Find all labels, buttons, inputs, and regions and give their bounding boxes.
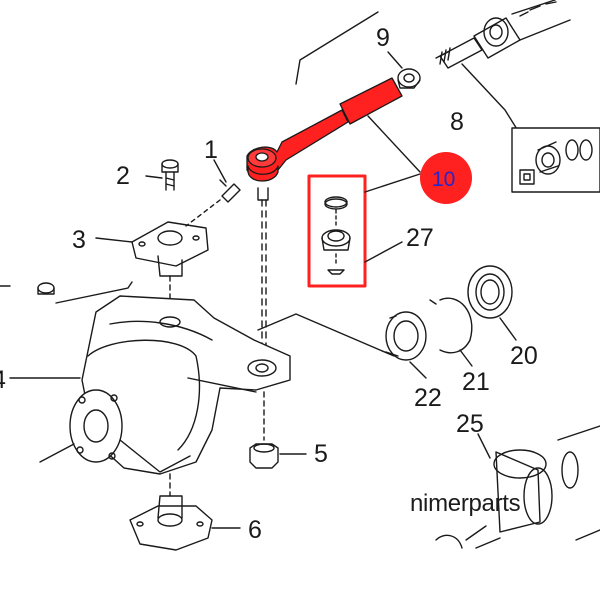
leader-line bbox=[367, 115, 421, 173]
callout-22: 22 bbox=[414, 384, 442, 412]
leader-line bbox=[185, 199, 221, 227]
grease-nipple bbox=[219, 179, 241, 203]
leader-line bbox=[459, 349, 473, 367]
nut-part-9 bbox=[397, 68, 421, 89]
leader-line bbox=[95, 237, 133, 243]
bearing-cap-lower bbox=[129, 473, 213, 551]
leader-line bbox=[387, 51, 403, 69]
callout-9: 9 bbox=[376, 24, 390, 52]
steering-knuckle bbox=[69, 295, 291, 475]
callout-10: 10 bbox=[432, 168, 455, 191]
callout-6: 6 bbox=[248, 516, 262, 544]
highlight-marker bbox=[420, 152, 472, 204]
bolt-part-2 bbox=[161, 159, 179, 191]
leader-line bbox=[213, 159, 227, 183]
callout-25: 25 bbox=[456, 410, 484, 438]
callout-1: 1 bbox=[204, 136, 218, 164]
boundary-line bbox=[257, 313, 395, 357]
tie-rod-detail-box bbox=[511, 127, 600, 193]
watermark-logo: nimerparts bbox=[410, 476, 521, 532]
bushing-part-25 bbox=[435, 425, 600, 549]
tie-rod-end bbox=[435, 0, 571, 69]
snap-ring-part-21 bbox=[429, 297, 473, 354]
leader-line bbox=[477, 433, 491, 459]
boundary-line bbox=[295, 11, 379, 85]
nut-part-5 bbox=[249, 391, 279, 469]
watermark-text: nimerparts bbox=[410, 490, 521, 517]
callout-5: 5 bbox=[314, 440, 328, 468]
callout-20: 20 bbox=[510, 342, 538, 370]
callout-3: 3 bbox=[72, 226, 86, 254]
callout-21: 21 bbox=[462, 368, 490, 396]
leader-line bbox=[39, 443, 75, 463]
bearing-ring-part-20 bbox=[467, 265, 513, 319]
leader-line bbox=[364, 173, 421, 193]
highlighted-kit-box bbox=[307, 174, 367, 288]
leader-line bbox=[499, 317, 517, 341]
small-cap bbox=[37, 282, 55, 295]
tie-rod-highlighted bbox=[246, 77, 403, 182]
leader-line bbox=[145, 175, 163, 179]
leader-line bbox=[461, 63, 521, 135]
tie-rod-stud bbox=[257, 187, 269, 346]
callout-27: 27 bbox=[406, 224, 434, 252]
callout-2: 2 bbox=[116, 162, 130, 190]
boundary-line bbox=[55, 281, 133, 304]
callout-8: 8 bbox=[450, 108, 464, 136]
leader-line bbox=[364, 241, 403, 263]
seal-part-22 bbox=[385, 311, 427, 361]
bearing-cap-upper bbox=[131, 221, 209, 319]
leader-line bbox=[409, 361, 427, 379]
callout-4: 4 bbox=[0, 366, 6, 394]
